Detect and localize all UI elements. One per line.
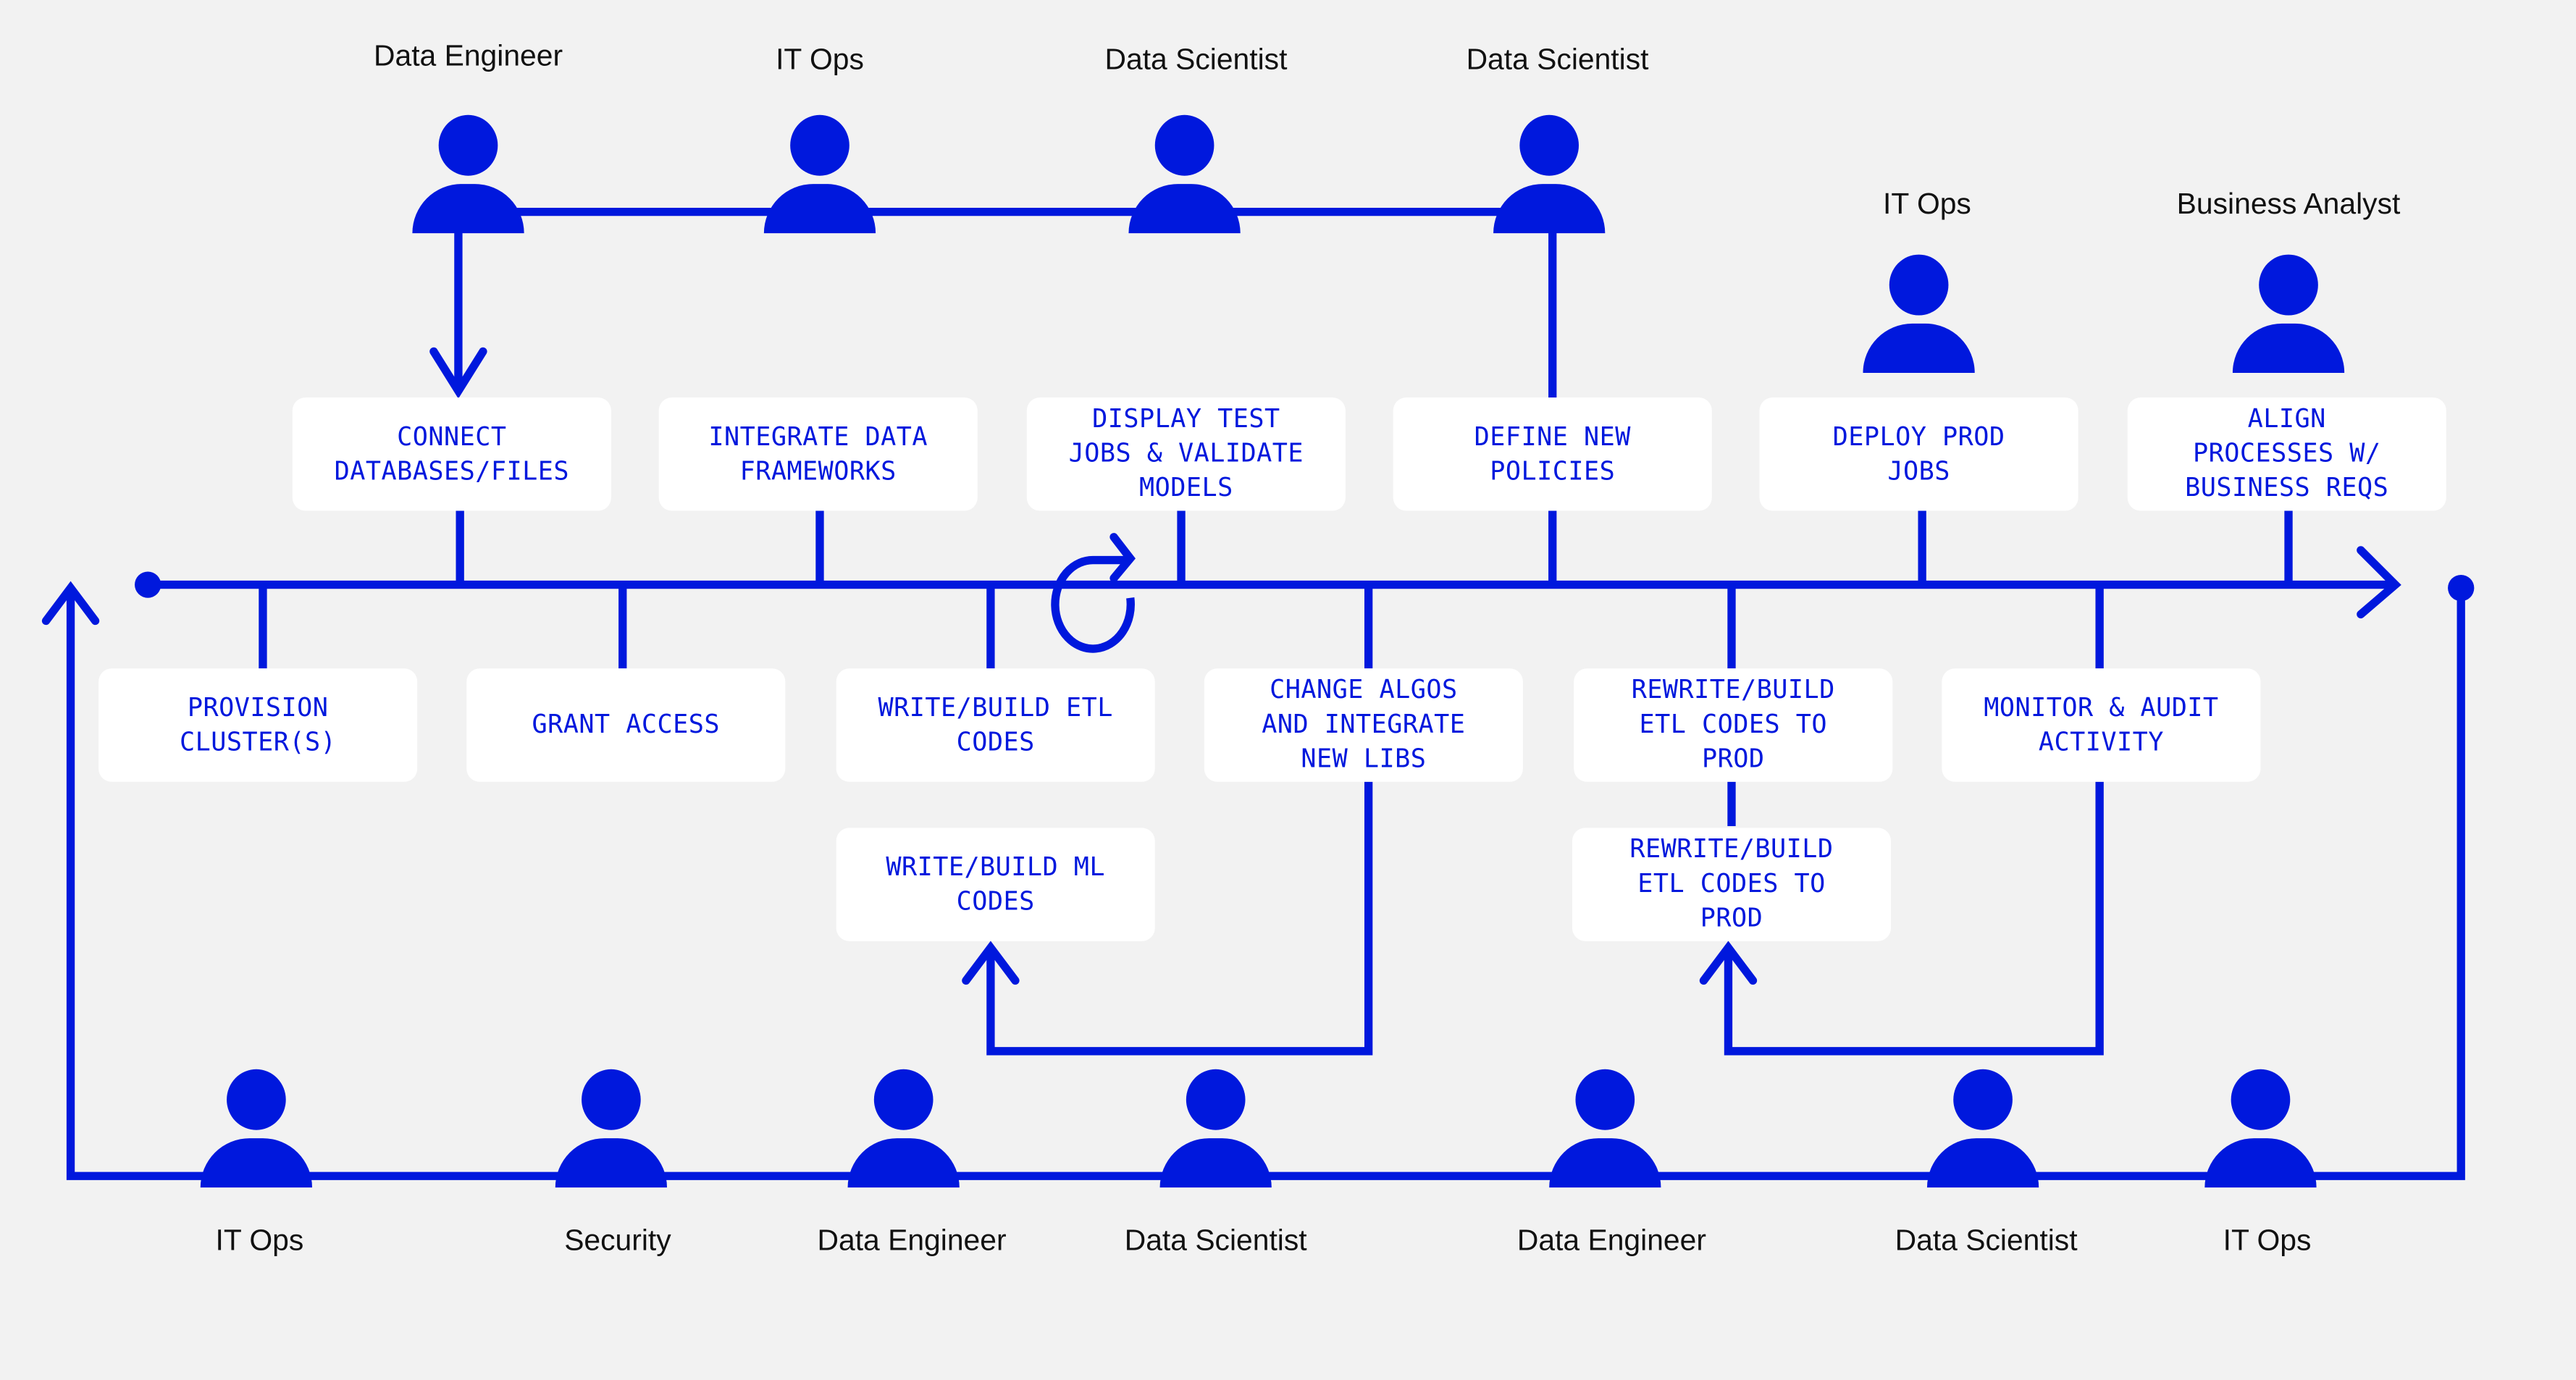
timeline-arrow-icon [2357, 546, 2401, 619]
step-rewrite-etl-2: REWRITE/BUILD ETL CODES TO PROD [1572, 828, 1892, 941]
step-grant-access: GRANT ACCESS [466, 668, 786, 782]
redo-loop-icon [1051, 533, 1136, 653]
persona-label: IT Ops [776, 42, 864, 76]
person-icon [763, 114, 876, 234]
timeline-start-dot [135, 571, 161, 598]
persona-label: Security [564, 1224, 671, 1257]
step-write-ml: WRITE/BUILD ML CODES [836, 828, 1155, 941]
persona-label: IT Ops [1883, 187, 1971, 220]
person-icon [555, 1069, 668, 1188]
person-icon [847, 1069, 960, 1188]
person-icon [200, 1069, 313, 1188]
step-deploy-prod-jobs: DEPLOY PROD JOBS [1759, 397, 2078, 511]
persona-label: Data Engineer [817, 1224, 1007, 1257]
person-icon [1493, 114, 1606, 234]
arrow-up-icon [1699, 941, 1758, 985]
persona-label: Business Analyst [2176, 187, 2401, 220]
step-monitor-audit: MONITOR & AUDIT ACTIVITY [1942, 668, 2261, 782]
step-change-algos: CHANGE ALGOS AND INTEGRATE NEW LIBS [1204, 668, 1523, 782]
loop-back-ml [986, 781, 1373, 1056]
persona-label: IT Ops [2223, 1224, 2312, 1257]
step-display-test-jobs: DISPLAY TEST JOBS & VALIDATE MODELS [1026, 397, 1346, 511]
persona-label: Data Scientist [1466, 42, 1649, 76]
persona-label: Data Scientist [1895, 1224, 2078, 1257]
step-connect-databases: CONNECT DATABASES/FILES [292, 397, 611, 511]
step-align-processes: ALIGN PROCESSES W/ BUSINESS REQS [2127, 397, 2446, 511]
step-integrate-frameworks: INTEGRATE DATA FRAMEWORKS [658, 397, 978, 511]
person-icon [412, 114, 524, 234]
person-icon [1926, 1069, 2039, 1188]
persona-label: Data Scientist [1104, 42, 1288, 76]
persona-label: Data Scientist [1124, 1224, 1307, 1257]
person-icon [1863, 254, 1975, 373]
loop-back-rewrite [1724, 781, 2104, 1056]
person-icon [2204, 1069, 2317, 1188]
step-write-etl: WRITE/BUILD ETL CODES [836, 668, 1155, 782]
person-icon [2232, 254, 2345, 373]
person-icon [1549, 1069, 1661, 1188]
arrow-down-icon [429, 347, 487, 399]
step-rewrite-etl: REWRITE/BUILD ETL CODES TO PROD [1574, 668, 1893, 782]
persona-label: Data Engineer [1516, 1224, 1706, 1257]
person-icon [1159, 1069, 1272, 1188]
persona-label: Data Engineer [373, 39, 563, 72]
return-start-dot [2448, 574, 2475, 602]
return-arrow-icon [41, 581, 100, 626]
arrow-up-icon [962, 941, 1020, 985]
step-provision-clusters: PROVISION CLUSTER(S) [98, 668, 418, 782]
step-define-policies: DEFINE NEW POLICIES [1393, 397, 1712, 511]
person-icon [1128, 114, 1241, 234]
persona-label: IT Ops [215, 1224, 304, 1257]
